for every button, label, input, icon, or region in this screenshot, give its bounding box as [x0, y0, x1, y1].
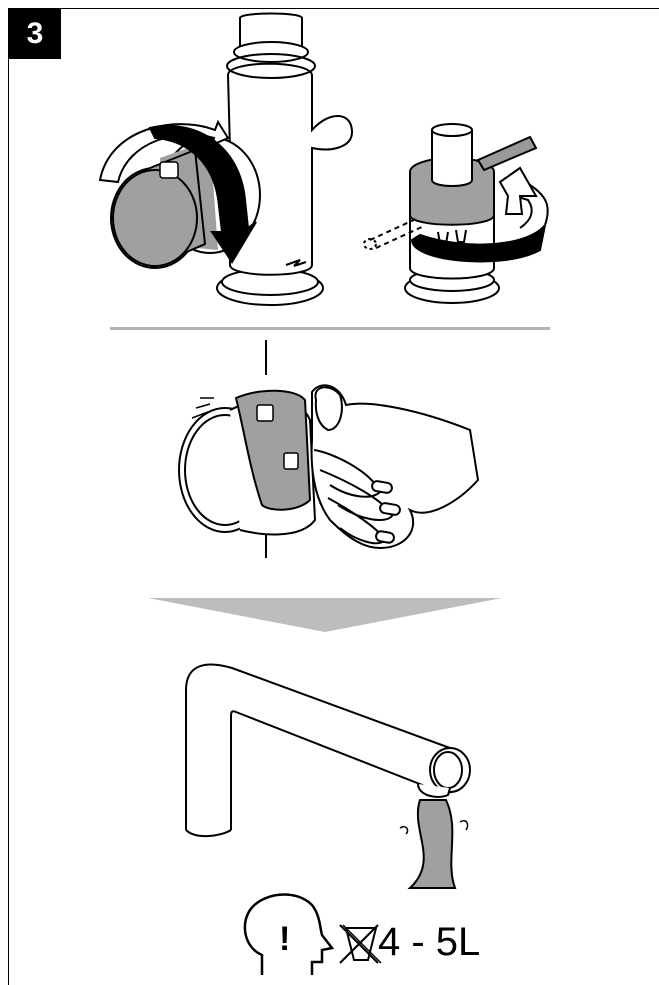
section-divider	[110, 327, 550, 330]
attention-head-icon: !	[245, 894, 332, 975]
spout-water-flow-figure	[186, 664, 470, 888]
crossed-glass-icon	[340, 925, 381, 963]
svg-text:!: !	[279, 920, 290, 958]
down-arrow	[148, 598, 502, 632]
hand-pressing-knob-figure	[179, 340, 478, 558]
cartridge-rotation-figure	[364, 124, 548, 303]
faucet-knob-rotation-figure	[100, 14, 352, 306]
water-volume-label: 4 - 5L	[378, 918, 480, 966]
